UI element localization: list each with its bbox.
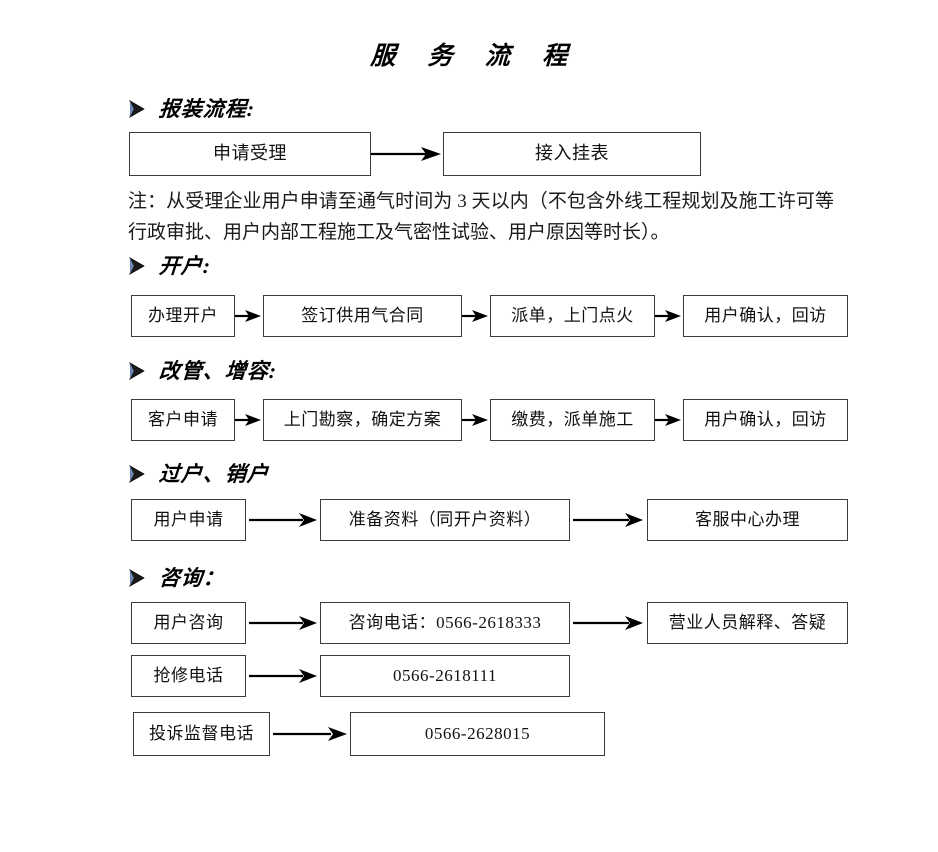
triangle-arrow-bullet-icon	[128, 362, 145, 380]
section-heading-label: 咨询：	[158, 566, 226, 590]
flow-box-qiandinghetong[interactable]: 签订供用气合同	[263, 295, 462, 337]
flow-box-shangmenkancha[interactable]: 上门勘察，确定方案	[263, 399, 462, 441]
arrow-connector	[573, 615, 645, 631]
section-heading-kaihu: 开户:	[128, 250, 212, 280]
arrow-connector	[655, 308, 683, 324]
page-title: 服 务 流 程	[369, 43, 581, 70]
flow-box-zhunbeiziliao[interactable]: 准备资料（同开户资料）	[320, 499, 570, 541]
arrow-connector	[655, 412, 683, 428]
flow-box-yonghushenqing[interactable]: 用户申请	[131, 499, 246, 541]
section-heading-label: 报装流程:	[158, 97, 256, 121]
flow-box-tousudianhua[interactable]: 投诉监督电话	[133, 712, 270, 756]
flow-box-jierugua biao[interactable]: 接入挂表	[443, 132, 701, 176]
arrow-connector	[249, 512, 319, 528]
flow-box-banlikaihu[interactable]: 办理开户	[131, 295, 235, 337]
section-heading-guohu: 过户、销户	[128, 458, 270, 488]
section-heading-label: 改管、增容:	[158, 359, 278, 383]
section-heading-baozhuang: 报装流程:	[128, 93, 256, 123]
section-heading-label: 开户:	[158, 254, 212, 278]
note-baozhuang: 注：从受理企业用户申请至通气时间为 3 天以内（不包含外线工程规划及施工许可等行…	[128, 191, 834, 243]
flow-box-yingyerenyuan[interactable]: 营业人员解释、答疑	[647, 602, 848, 644]
arrow-connector	[249, 615, 319, 631]
arrow-connector	[462, 412, 490, 428]
section-heading-gaiguan: 改管、增容:	[128, 355, 278, 385]
triangle-arrow-bullet-icon	[128, 465, 145, 483]
section-heading-zixun: 咨询：	[128, 562, 226, 592]
triangle-arrow-bullet-icon	[128, 257, 145, 275]
flow-box-jiaofeipaidan[interactable]: 缴费，派单施工	[490, 399, 655, 441]
flow-box-shenqingshouli[interactable]: 申请受理	[129, 132, 371, 176]
flow-box-paidandianhuo[interactable]: 派单，上门点火	[490, 295, 655, 337]
arrow-connector	[573, 512, 645, 528]
arrow-connector	[462, 308, 490, 324]
flow-box-kefuzhongxin[interactable]: 客服中心办理	[647, 499, 848, 541]
flow-box-yonghuqueren[interactable]: 用户确认，回访	[683, 295, 848, 337]
arrow-connector	[273, 726, 349, 742]
flow-box-kehushenqing[interactable]: 客户申请	[131, 399, 235, 441]
flow-box-qiangxiu-number[interactable]: 0566-2618111	[320, 655, 570, 697]
flow-box-tousu-number[interactable]: 0566-2628015	[350, 712, 605, 756]
triangle-arrow-bullet-icon	[128, 100, 145, 118]
flow-box-yonghuzixun[interactable]: 用户咨询	[131, 602, 246, 644]
flow-box-yonghuqueren[interactable]: 用户确认，回访	[683, 399, 848, 441]
triangle-arrow-bullet-icon	[128, 569, 145, 587]
section-heading-label: 过户、销户	[158, 462, 270, 486]
arrow-connector	[235, 412, 263, 428]
arrow-connector	[249, 668, 319, 684]
arrow-connector	[235, 308, 263, 324]
arrow-connector	[371, 146, 443, 162]
flow-box-qiangxiudianhua[interactable]: 抢修电话	[131, 655, 246, 697]
flow-box-zixundianhua[interactable]: 咨询电话：0566-2618333	[320, 602, 570, 644]
